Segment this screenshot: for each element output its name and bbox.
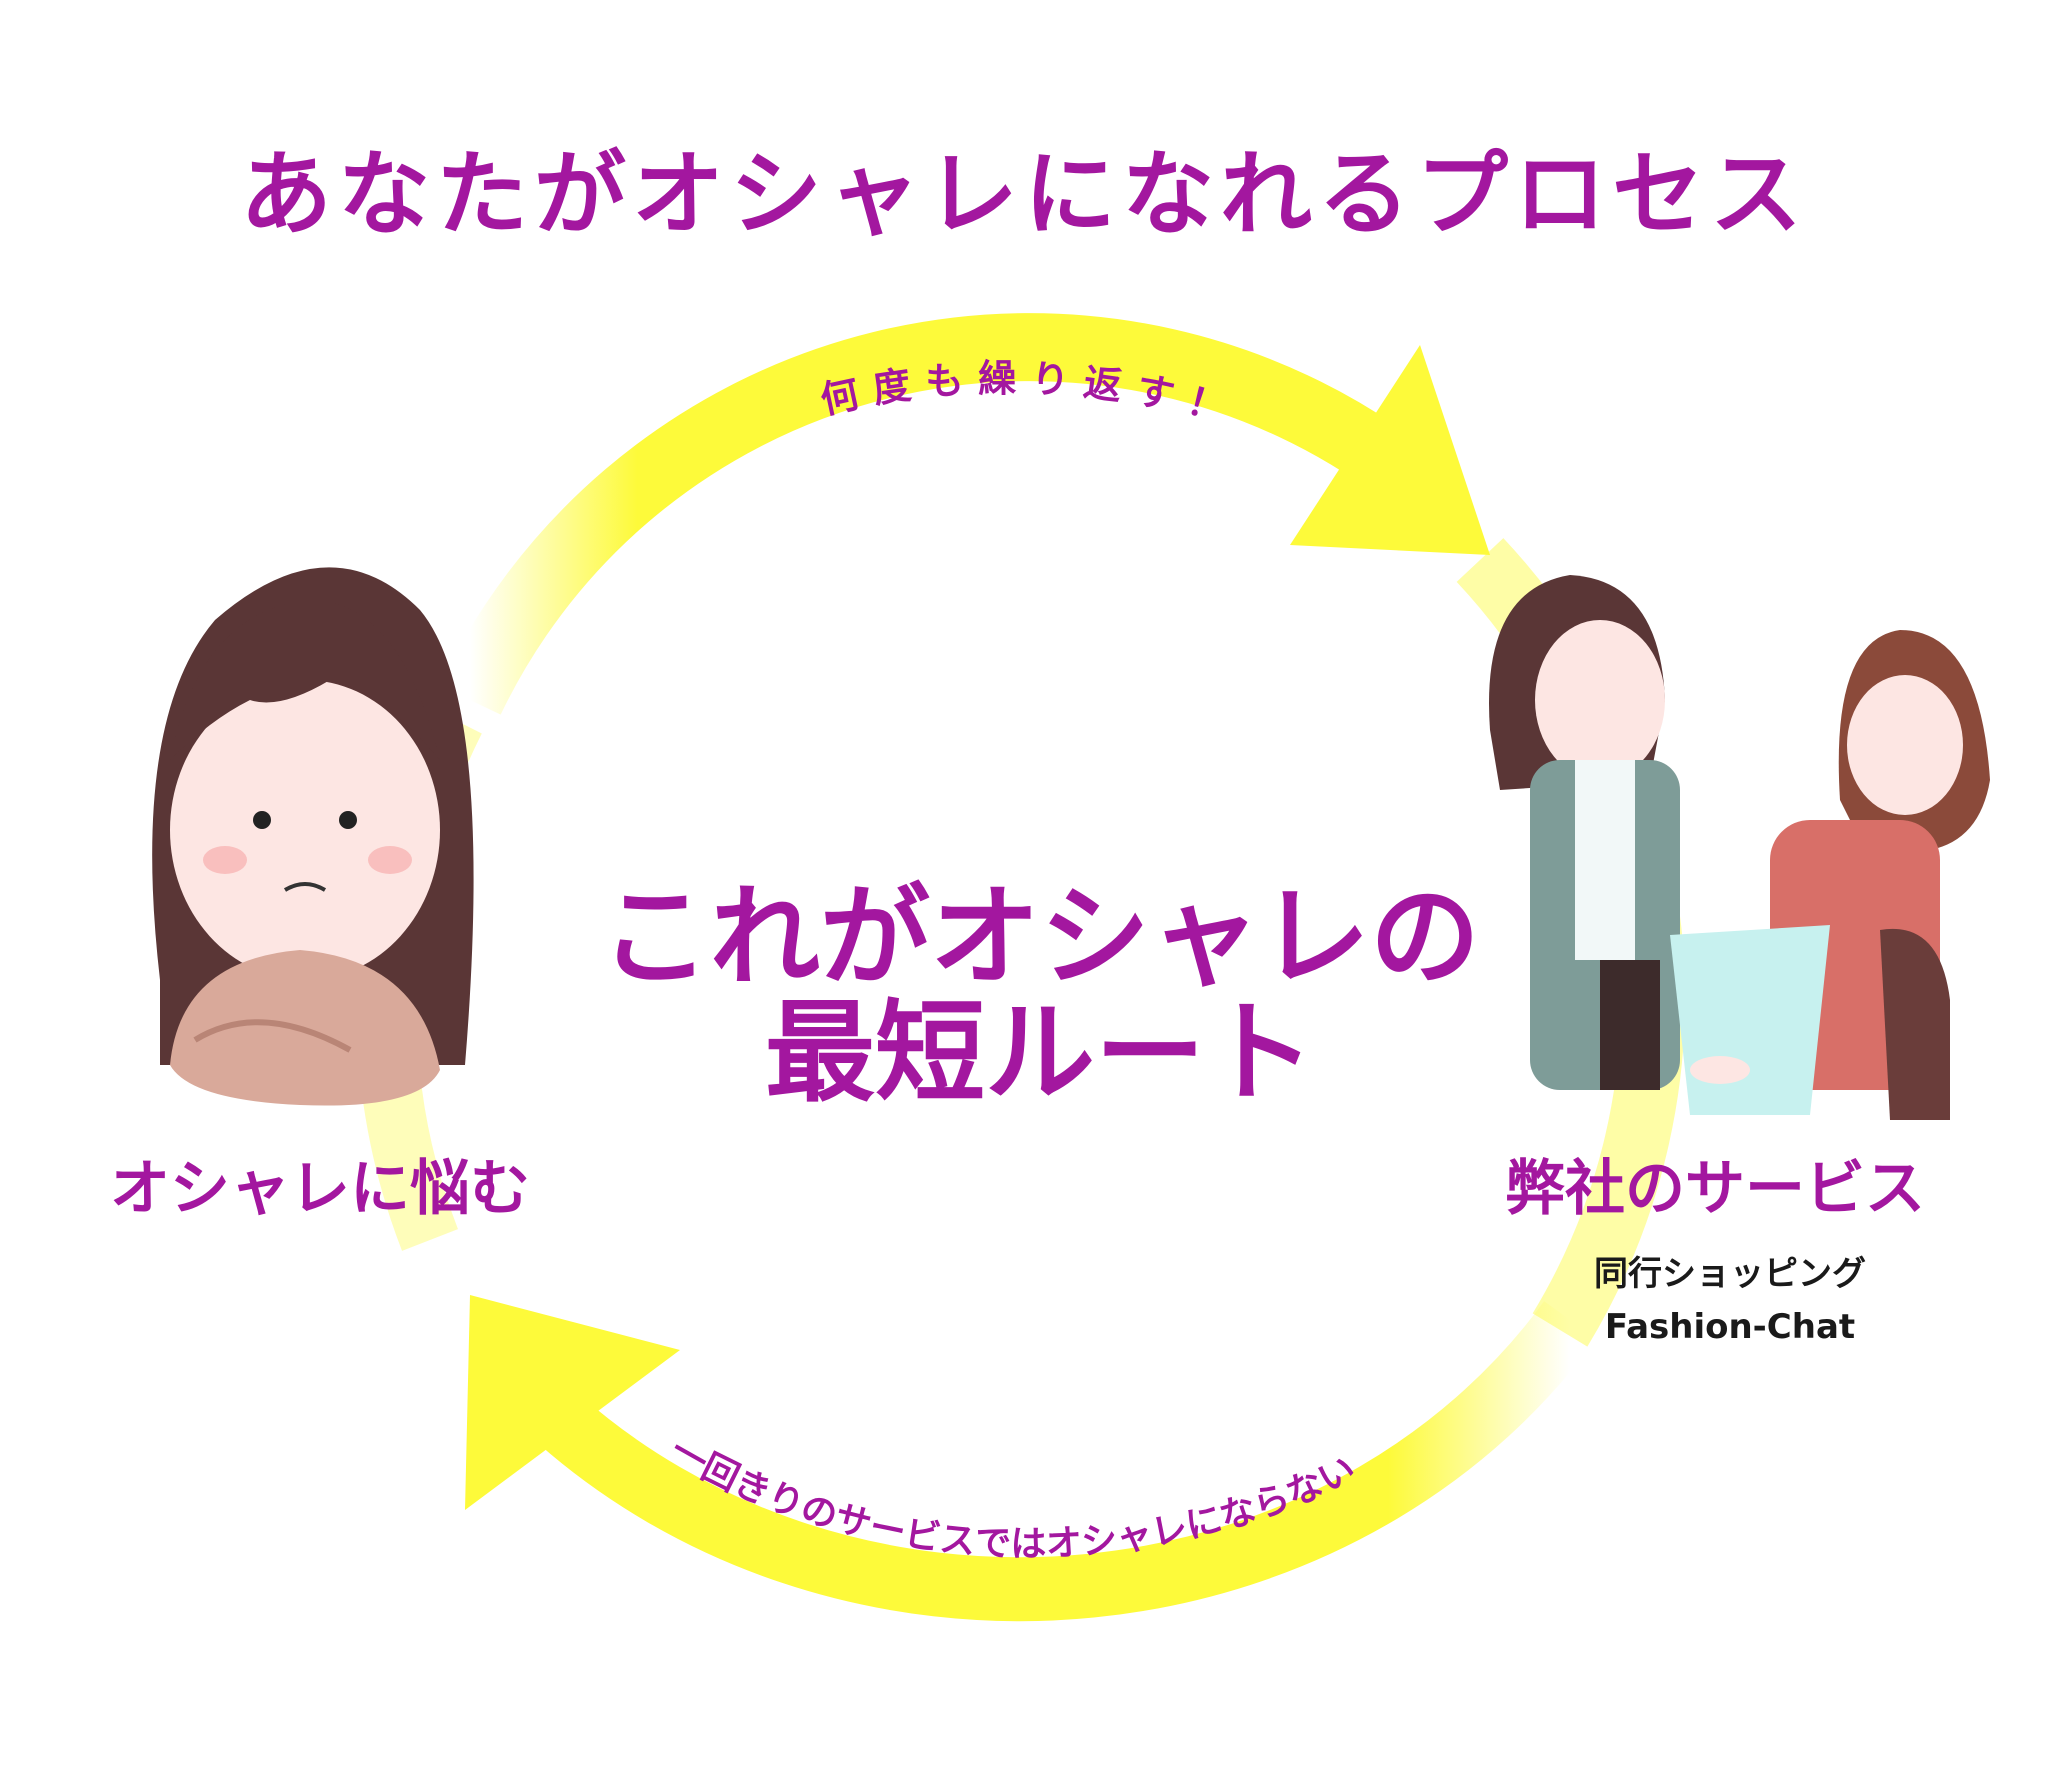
service-names: 同行ショッピング Fashion-Chat bbox=[1520, 1248, 1940, 1353]
right-label: 弊社のサービス bbox=[1505, 1154, 1925, 1224]
arrow-top-arc bbox=[439, 313, 1421, 715]
center-heading: これがオシャレの 最短ルート bbox=[560, 873, 1520, 1117]
troubled-woman-illustration bbox=[152, 567, 474, 1106]
arrow-bottom-arc bbox=[538, 1301, 1596, 1622]
page-title: あなたがオシャレになれるプロセス bbox=[239, 141, 1808, 248]
service-name-1: 同行ショッピング bbox=[1594, 1254, 1866, 1294]
arrow-top-head bbox=[1290, 345, 1490, 555]
arrow-bottom-head bbox=[465, 1295, 680, 1510]
center-heading-line1: これがオシャレの bbox=[600, 873, 1480, 1001]
shopping-service-illustration bbox=[1489, 575, 1990, 1120]
center-heading-line2: 最短ルート bbox=[765, 988, 1315, 1117]
left-label: オシャレに悩む bbox=[110, 1154, 530, 1224]
service-name-2: Fashion-Chat bbox=[1604, 1306, 1856, 1347]
